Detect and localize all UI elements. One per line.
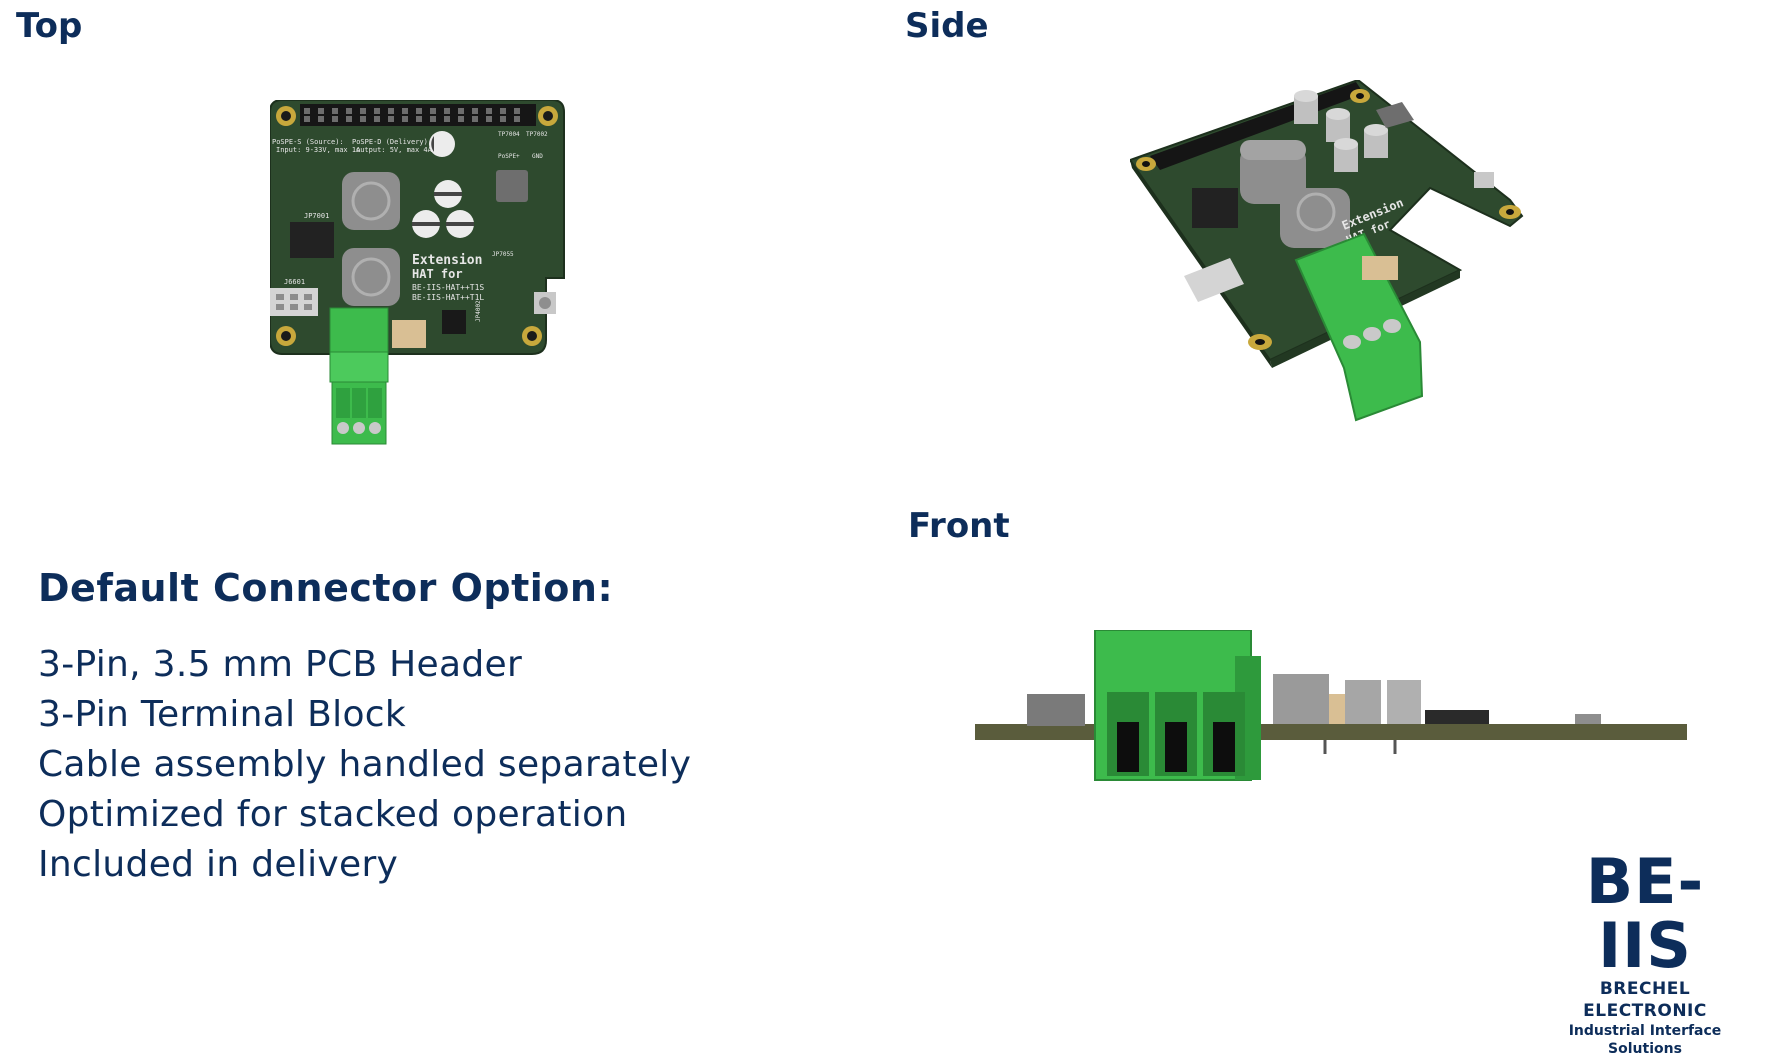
silk-jp4002: JP4002 [475, 300, 482, 322]
view-label-side: Side [905, 6, 989, 46]
connector-option-heading: Default Connector Option: [38, 566, 614, 610]
capacitors [412, 131, 474, 238]
inductor-small [392, 320, 426, 348]
silk-jp7055: JP7055 [492, 251, 514, 258]
terminal-block-top [329, 307, 389, 445]
ic-regulator-side [1376, 102, 1414, 128]
terminal-block-front [1094, 630, 1261, 781]
capacitors-side [1294, 90, 1388, 172]
ic-regulator [496, 170, 528, 202]
feature-item: Included in delivery [38, 844, 399, 885]
silk-title-line4: BE-IIS-HAT++T1L [412, 293, 484, 302]
pin-header-side [1192, 188, 1238, 228]
feature-item: 3-Pin, 3.5 mm PCB Header [38, 644, 523, 685]
view-label-front: Front [908, 506, 1010, 546]
silk-tp7004: TP7004 [498, 131, 520, 138]
pcb-top-view: PoSPE-S (Source): Input: 9-33V, max 1A P… [270, 100, 565, 445]
pcb-side-view: Extension HAT for [1130, 80, 1524, 422]
silk-title-line3: BE-IIS-HAT++T1S [412, 283, 484, 292]
terminal-block-side [1294, 232, 1424, 422]
ic-controller [442, 310, 466, 334]
silk-source-input: Input: 9-33V, max 1A [276, 146, 361, 154]
silk-tp7002: TP7002 [526, 131, 548, 138]
connector-j6601-side [1184, 258, 1244, 302]
silk-delivery-output: output: 5V, max 4A [356, 146, 433, 154]
mounting-holes-side [1136, 89, 1521, 350]
silk-j6601: J6601 [284, 278, 305, 286]
logo-tagline: Industrial Interface Solutions [1568, 1023, 1722, 1057]
pcb-board-front [975, 724, 1687, 740]
inductors-side [1240, 140, 1350, 248]
feature-item: 3-Pin Terminal Block [38, 694, 407, 735]
company-logo: BE-IIS BRECHEL ELECTRONIC Industrial Int… [1540, 850, 1750, 1058]
feature-list: 3-Pin, 3.5 mm PCB Header 3-Pin Terminal … [38, 640, 691, 890]
mounting-holes [276, 106, 558, 346]
logo-mark: BE-IIS [1585, 845, 1705, 982]
silk-title-line2: HAT for [412, 267, 463, 281]
feature-item: Optimized for stacked operation [38, 794, 628, 835]
silk-delivery: PoSPE-D (Delivery): [352, 138, 432, 146]
pin-header-jp7001 [290, 222, 334, 258]
push-button-side [1474, 172, 1494, 188]
feature-item: Cable assembly handled separately [38, 744, 692, 785]
inductor-small-side [1362, 256, 1398, 280]
gpio-header [300, 104, 536, 126]
connector-j6601 [270, 288, 318, 316]
silk-pospe-plus: PoSPE+ [498, 153, 520, 160]
silk-title-line1: Extension [412, 253, 482, 268]
logo-company-name: BRECHEL ELECTRONIC [1583, 979, 1707, 1021]
inductors [342, 172, 400, 306]
view-label-top: Top [16, 6, 83, 46]
silk-source: PoSPE-S (Source): [272, 138, 344, 146]
silk-jp7001: JP7001 [304, 212, 329, 220]
silk-gnd: GND [532, 153, 543, 160]
pcb-front-view [975, 630, 1687, 781]
